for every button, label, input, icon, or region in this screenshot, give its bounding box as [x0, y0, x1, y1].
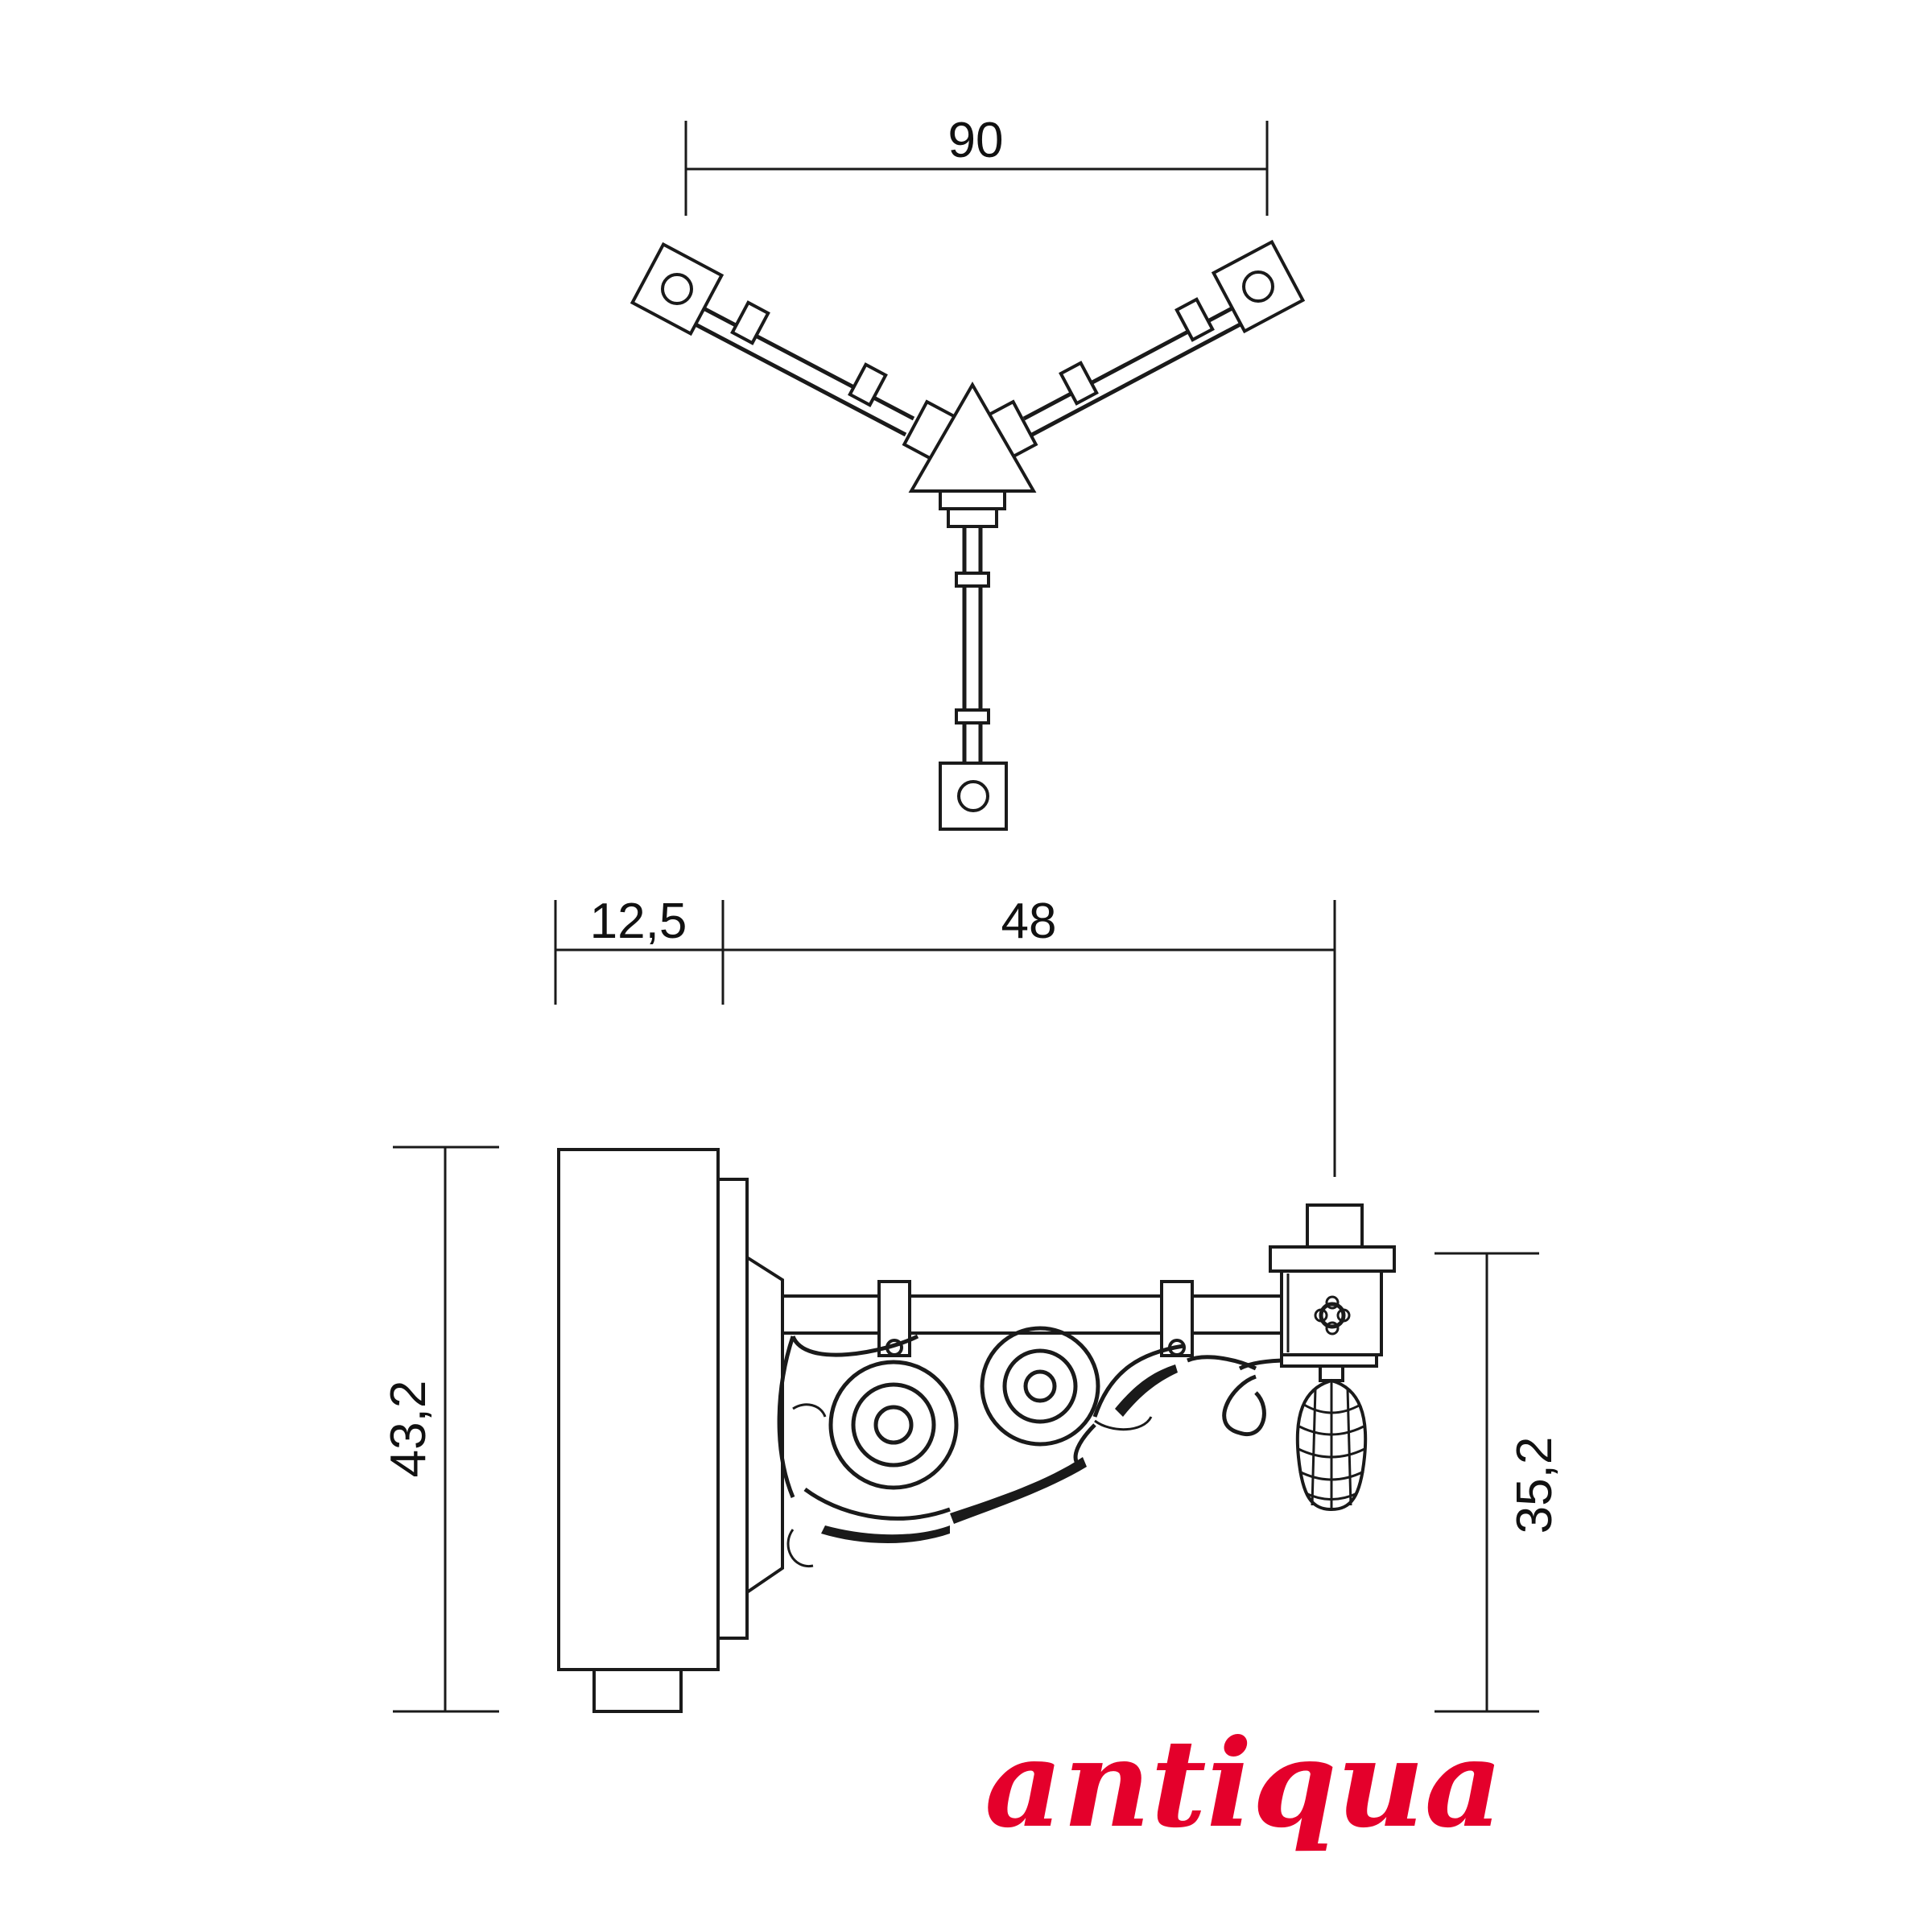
side-view: 12,5 48 43,2 35,2 — [381, 894, 1563, 1713]
top-left-arm — [630, 242, 958, 462]
scroll-ornament — [777, 1326, 1289, 1567]
wall-plate — [557, 1148, 784, 1713]
dimension-top-width: 90 — [684, 113, 1269, 216]
dimension-label-wall-depth: 12,5 — [590, 894, 687, 949]
dimension-label-arm-height: 35,2 — [1507, 1437, 1563, 1534]
lamp-holder — [1269, 1203, 1396, 1368]
dimension-label-arm-length: 48 — [1001, 894, 1057, 949]
dimension-total-height: 43,2 — [381, 1146, 499, 1713]
top-right-arm — [982, 239, 1306, 462]
brand-logo-text: antiqua — [985, 1713, 1503, 1855]
side-arm — [781, 1280, 1283, 1357]
top-center-hub — [908, 381, 1037, 528]
dimension-label-top-width: 90 — [948, 113, 1004, 168]
top-bottom-arm — [939, 526, 1008, 831]
top-view: 90 — [630, 113, 1306, 831]
dimension-label-total-height: 43,2 — [381, 1381, 436, 1478]
dimension-arm-height: 35,2 — [1435, 1252, 1563, 1713]
dimension-top-horizontal: 12,5 48 — [554, 894, 1336, 1177]
brand-logo: antiqua — [985, 1713, 1503, 1855]
pine-cone-finial — [1295, 1364, 1368, 1512]
